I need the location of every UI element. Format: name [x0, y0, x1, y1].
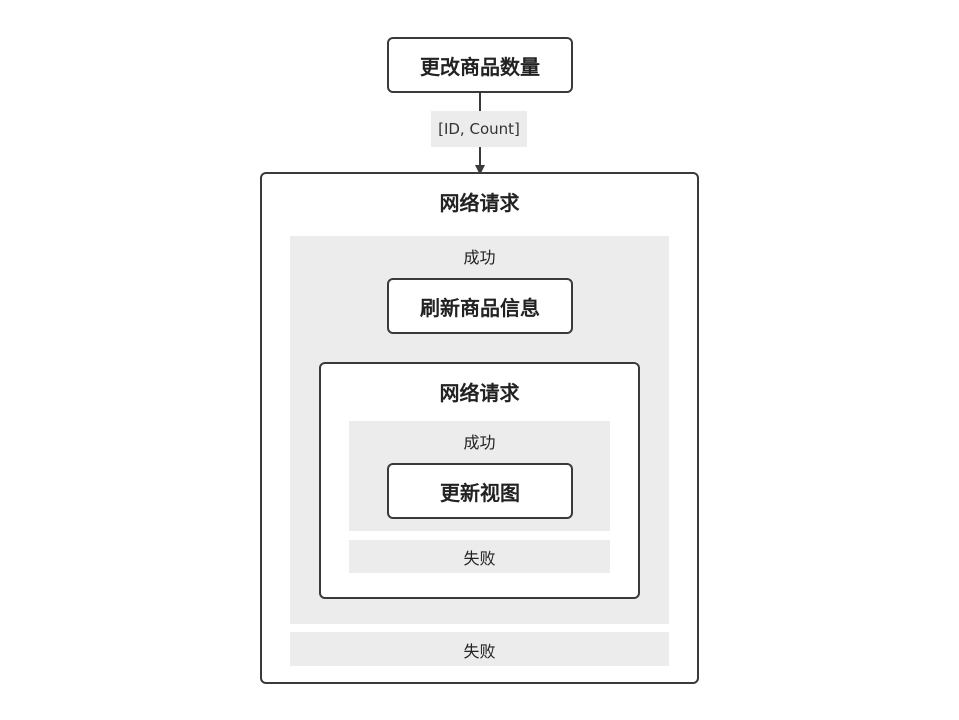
- node-refresh-product-info-label: 刷新商品信息: [420, 295, 540, 320]
- node-update-view-label: 更新视图: [440, 480, 520, 505]
- inner-success-title: 成功: [463, 433, 496, 452]
- outer-request-title: 网络请求: [439, 191, 520, 215]
- node-refresh-product-info: 刷新商品信息: [387, 278, 573, 334]
- outer-failure-branch: 失败: [290, 632, 669, 666]
- outer-failure-title: 失败: [463, 642, 496, 661]
- inner-failure-branch: 失败: [349, 540, 610, 573]
- inner-request-title: 网络请求: [439, 381, 520, 405]
- node-update-view: 更新视图: [387, 463, 573, 519]
- edge-label-id-count: [ID, Count]: [431, 111, 527, 147]
- inner-failure-title: 失败: [463, 549, 496, 568]
- node-change-quantity-label: 更改商品数量: [420, 54, 540, 79]
- node-change-quantity: 更改商品数量: [387, 37, 573, 93]
- outer-success-title: 成功: [463, 248, 496, 267]
- edge-label-text: [ID, Count]: [438, 120, 520, 138]
